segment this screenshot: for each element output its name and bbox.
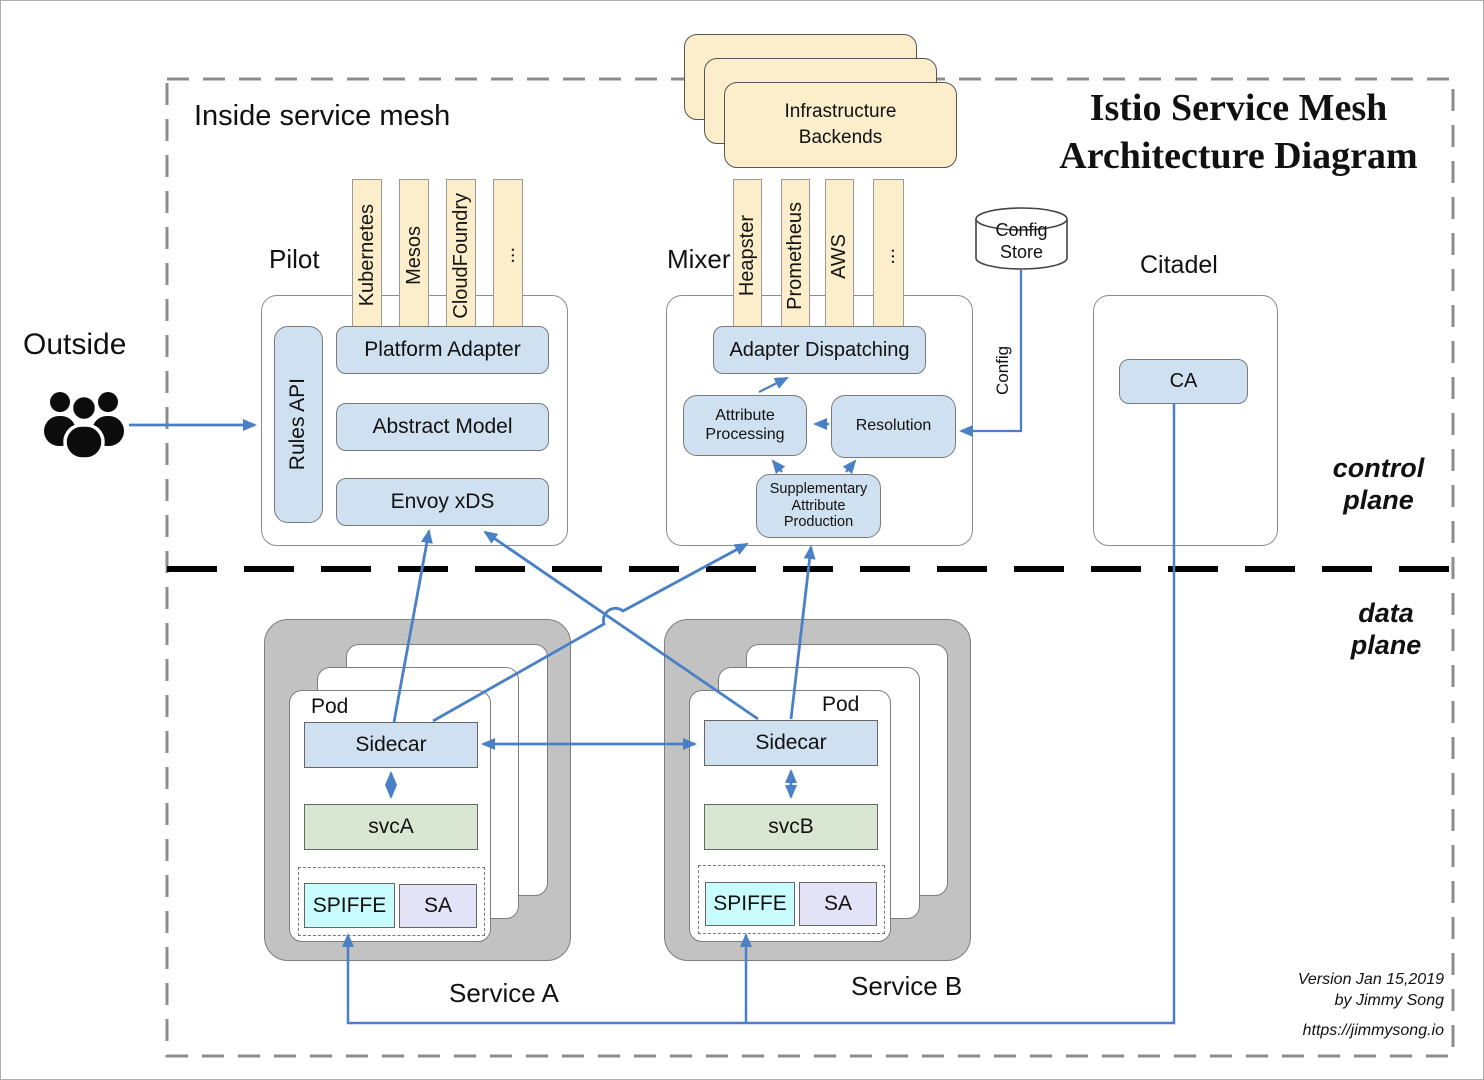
abstract-model-box: Abstract Model bbox=[336, 403, 549, 451]
page-title-line2: Architecture Diagram bbox=[1059, 134, 1418, 177]
control-plane-label: control plane bbox=[1306, 453, 1451, 517]
page-title-line1: Istio Service Mesh bbox=[1089, 87, 1388, 129]
control-plane-line2: plane bbox=[1343, 484, 1414, 515]
config-store-line1: Config bbox=[995, 220, 1048, 240]
service-a-label: Service A bbox=[449, 978, 559, 1008]
mixer-label: Mixer bbox=[667, 244, 731, 274]
config-store-line2: Store bbox=[999, 241, 1044, 262]
pilot-platform-bar-cloudfoundry: CloudFoundry bbox=[446, 179, 476, 332]
mixer-backend-bar-heapster: Heapster bbox=[733, 179, 762, 333]
service-b-spiffe-box: SPIFFE bbox=[705, 882, 795, 926]
pilot-platform-bar-mesos: Mesos bbox=[399, 179, 429, 332]
pilot-platform-bar-kubernetes: Kubernetes bbox=[352, 179, 382, 332]
pilot-platform-bar-more: ... bbox=[493, 179, 523, 332]
data-plane-line1: data bbox=[1358, 598, 1414, 628]
mixer-backend-bar-prometheus: Prometheus bbox=[781, 179, 810, 333]
citadel-panel bbox=[1093, 295, 1278, 546]
supplementary-attribute-production-box: Supplementary Attribute Production bbox=[756, 474, 881, 538]
infra-backends-line2: Backends bbox=[798, 127, 883, 148]
inside-mesh-label: Inside service mesh bbox=[194, 100, 451, 132]
envoy-xds-box: Envoy xDS bbox=[336, 478, 549, 526]
mixer-backend-bar-aws: AWS bbox=[825, 179, 854, 333]
service-a-sa-box: SA bbox=[399, 884, 477, 928]
citadel-label: Citadel bbox=[1140, 251, 1218, 279]
config-store-label: Config Store bbox=[976, 220, 1067, 263]
resolution-box: Resolution bbox=[831, 395, 956, 458]
attribute-processing-box: Attribute Processing bbox=[683, 395, 807, 456]
mixer-backend-bar-more: ... bbox=[873, 179, 904, 333]
data-plane-line2: plane bbox=[1350, 629, 1422, 660]
service-a-sidecar-box: Sidecar bbox=[304, 722, 478, 768]
service-b-sidecar-box: Sidecar bbox=[704, 720, 878, 766]
control-plane-line1: control bbox=[1332, 453, 1425, 483]
service-b-pod-label: Pod bbox=[822, 693, 860, 716]
outside-label: Outside bbox=[23, 328, 127, 361]
mixer-backend-label: AWS bbox=[828, 233, 850, 279]
data-plane-label: data plane bbox=[1316, 598, 1456, 662]
adapter-dispatching-box: Adapter Dispatching bbox=[713, 326, 926, 374]
service-a-spiffe-box: SPIFFE bbox=[304, 883, 395, 928]
footer-credit: Version Jan 15,2019 by Jimmy Song https:… bbox=[1191, 969, 1444, 1041]
rules-api-box: Rules API bbox=[274, 326, 323, 523]
service-b-label: Service B bbox=[851, 971, 963, 1001]
page-title: Istio Service Mesh Architecture Diagram bbox=[1031, 85, 1446, 180]
service-a-svc-box: svcA bbox=[304, 804, 478, 850]
pilot-platform-label: CloudFoundry bbox=[449, 192, 472, 319]
mixer-backend-label: Heapster bbox=[736, 215, 758, 297]
service-a-pod-label: Pod bbox=[311, 695, 349, 718]
pilot-platform-label: Mesos bbox=[402, 226, 425, 285]
mixer-backend-label: ... bbox=[877, 247, 899, 265]
mixer-backend-label: Prometheus bbox=[784, 202, 806, 310]
footer-site: https://jimmysong.io bbox=[1302, 1022, 1444, 1040]
infra-backend-card-1: Infrastructure Backends bbox=[724, 82, 957, 168]
pilot-platform-label: ... bbox=[496, 247, 519, 264]
infra-backends-line1: Infrastructure bbox=[784, 101, 897, 123]
service-b-svc-box: svcB bbox=[704, 804, 878, 850]
config-flow-label: Config bbox=[993, 345, 1012, 395]
platform-adapter-box: Platform Adapter bbox=[336, 326, 549, 374]
pilot-platform-label: Kubernetes bbox=[355, 204, 378, 307]
footer-version: Version Jan 15,2019 bbox=[1297, 971, 1444, 988]
pilot-label: Pilot bbox=[269, 244, 320, 274]
rules-api-label: Rules API bbox=[286, 378, 310, 471]
footer-author: by Jimmy Song bbox=[1334, 992, 1444, 1010]
users-icon bbox=[44, 392, 124, 461]
ca-box: CA bbox=[1119, 359, 1248, 404]
service-b-sa-box: SA bbox=[799, 882, 877, 926]
